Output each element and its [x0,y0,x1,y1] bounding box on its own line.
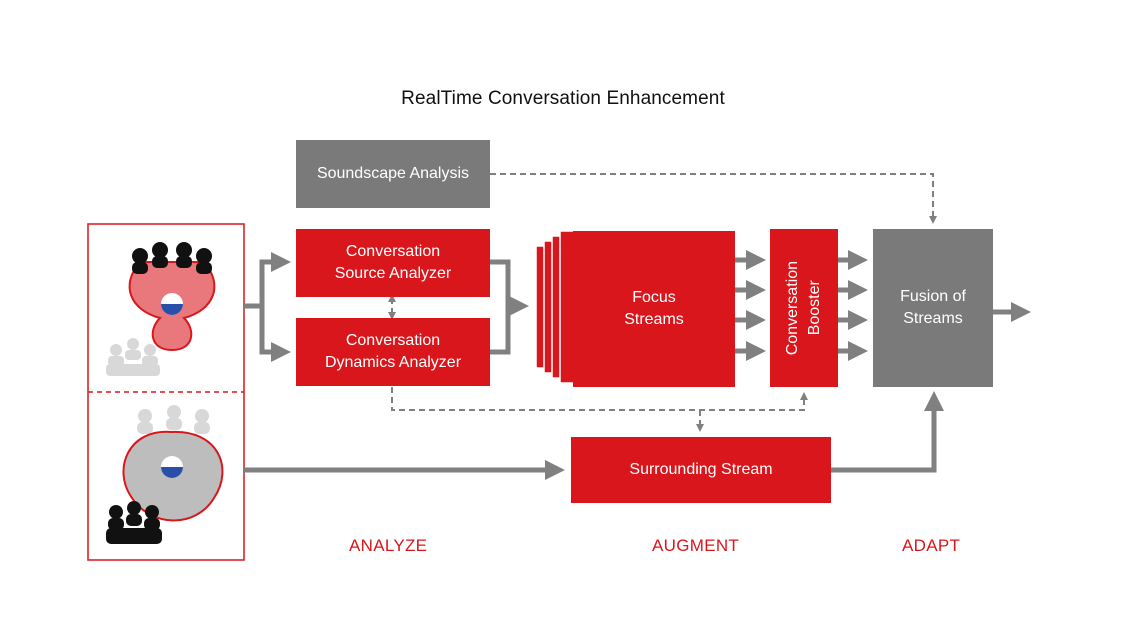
foreground-people-icon [106,501,162,544]
dynamics-analyzer-box: Conversation Dynamics Analyzer [296,318,490,386]
background-people-icon [106,338,160,376]
surrounding-stream-box: Surrounding Stream [571,437,831,503]
diagram-title: RealTime Conversation Enhancement [401,88,725,109]
surround-people-icon [137,405,210,434]
fusion-of-streams-box: Fusion of Streams [873,229,993,387]
focus-beam-icon [128,242,216,352]
surrounding-stream-label: Surrounding Stream [629,461,773,478]
fusion-of-streams-label: Fusion of Streams [900,288,966,327]
bidirectional-arrowheads [388,294,396,320]
stage-label-analyze: ANALYZE [349,536,428,555]
source-analyzer-label: Conversation Source Analyzer [334,243,452,282]
flow-arrows [244,250,1031,480]
stage-label-adapt: ADAPT [902,536,961,555]
source-analyzer-box: Conversation Source Analyzer [296,229,490,297]
conversation-booster-label: Conversation Booster [784,260,823,356]
soundscape-analysis-label: Soundscape Analysis [316,165,470,182]
focus-streams-label: Focus Streams [624,289,684,328]
stage-label-augment: AUGMENT [652,536,740,555]
conversation-booster-box: Conversation Booster [770,229,838,387]
dynamics-analyzer-label: Conversation Dynamics Analyzer [324,332,462,371]
focus-streams-box: Focus Streams [573,231,735,387]
soundscape-analysis-box: Soundscape Analysis [296,140,490,208]
surround-beam-icon [122,430,224,522]
